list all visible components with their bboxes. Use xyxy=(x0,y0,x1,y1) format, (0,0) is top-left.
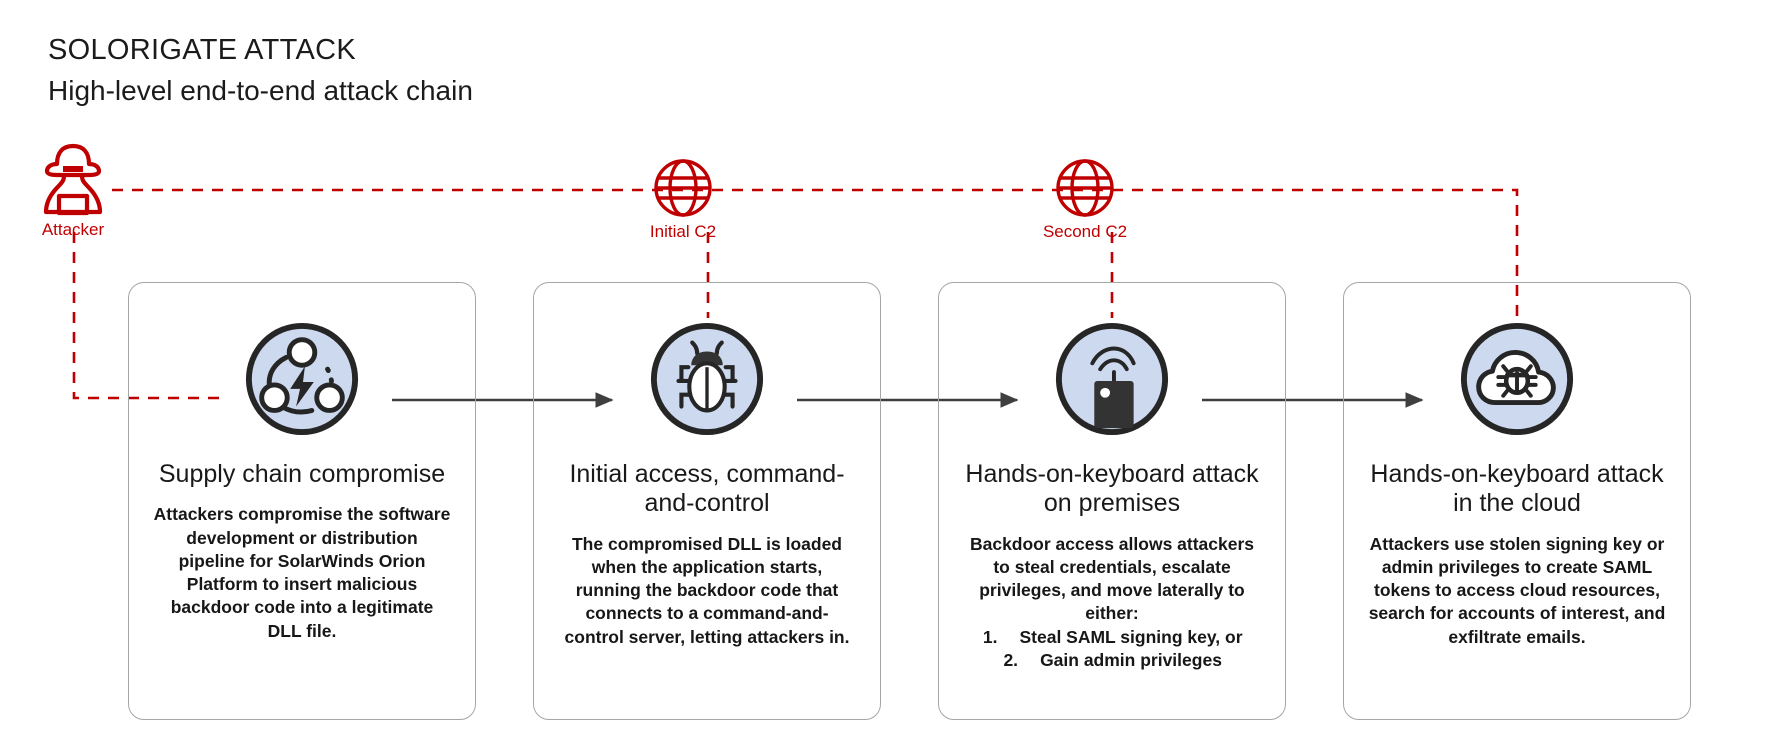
list-item-text: Steal SAML signing key, or xyxy=(1019,626,1243,647)
threat-node-label: Attacker xyxy=(41,220,105,239)
stage-card-content-1: Supply chain compromise Attackers compro… xyxy=(128,282,476,643)
stage-body: The compromised DLL is loaded when the a… xyxy=(564,533,850,647)
stage-title: Initial access, command-and-control xyxy=(569,460,845,518)
list-item: 1. Steal SAML signing key, or xyxy=(962,626,1262,649)
title-main: SOLORIGATE ATTACK xyxy=(48,34,357,66)
stage-card-content-2: Initial access, command-and-control The … xyxy=(533,282,881,649)
threat-node-second-c2[interactable]: Second C2 xyxy=(1020,156,1150,242)
stage-card-content-3: Hands-on-keyboard attack on premises Bac… xyxy=(938,282,1286,672)
list-item: 2. Gain admin privileges xyxy=(962,649,1262,672)
globe-icon xyxy=(654,159,712,217)
stage-body: Attackers compromise the software develo… xyxy=(153,504,451,641)
page-title: SOLORIGATE ATTACK High-level end-to-end … xyxy=(48,36,473,105)
threat-node-label: Initial C2 xyxy=(649,222,717,241)
list-item-text: Gain admin privileges xyxy=(1040,649,1222,670)
list-item-number: 2. xyxy=(1003,649,1019,670)
stage-title: Supply chain compromise xyxy=(158,460,446,488)
cloud-bug-icon xyxy=(1460,322,1574,436)
threat-node-initial-c2[interactable]: Initial C2 xyxy=(618,156,748,242)
threat-node-attacker[interactable]: Attacker xyxy=(8,142,138,240)
stage-card-initial-access[interactable] xyxy=(533,282,881,720)
stage-card-on-premises[interactable] xyxy=(938,282,1286,720)
stage-card-supply-chain[interactable] xyxy=(128,282,476,720)
stage-body: Backdoor access allows attackers to stea… xyxy=(969,533,1255,624)
threat-node-label: Second C2 xyxy=(1042,222,1128,241)
stage-body: Attackers use stolen signing key or admi… xyxy=(1368,533,1666,647)
stage-title: Hands-on-keyboard attack in the cloud xyxy=(1370,460,1664,518)
hacker-icon xyxy=(43,143,103,216)
title-subtitle: High-level end-to-end attack chain xyxy=(48,75,473,106)
stage-card-content-4: Hands-on-keyboard attack in the cloud At… xyxy=(1343,282,1691,649)
stage-sublist: 1. Steal SAML signing key, or 2. Gain ad… xyxy=(962,626,1262,673)
list-item-number: 1. xyxy=(982,626,998,647)
stage-card-cloud[interactable] xyxy=(1343,282,1691,720)
bug-icon xyxy=(650,322,764,436)
globe-icon xyxy=(1056,159,1114,217)
beacon-icon xyxy=(1055,322,1169,436)
supply-chain-icon xyxy=(245,322,359,436)
stage-title: Hands-on-keyboard attack on premises xyxy=(965,460,1259,518)
